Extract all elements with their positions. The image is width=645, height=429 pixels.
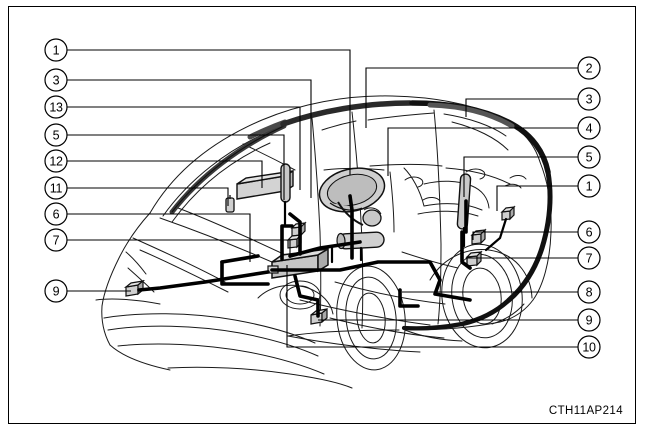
callout-marker-left-9[interactable]: 9 (44, 279, 68, 303)
callout-number: 6 (53, 208, 60, 222)
callout-leader-right-2 (365, 67, 578, 128)
front-side-airbag-capsule (280, 163, 291, 203)
callout-circle (44, 68, 68, 92)
figure-code-label: CTH11AP214 (548, 405, 623, 417)
callout-leader-left-6 (67, 213, 251, 262)
callout-number: 5 (53, 129, 60, 143)
callout-leader-left-11 (67, 187, 229, 206)
callout-leader-left-3 (67, 79, 312, 198)
callout-marker-right-10[interactable]: 10 (577, 335, 601, 359)
callout-marker-left-3[interactable]: 13 (44, 95, 68, 119)
callout-circle (577, 246, 601, 270)
callout-circle (44, 123, 68, 147)
callout-leader-right-3 (465, 98, 578, 117)
callout-circle (577, 145, 601, 169)
callout-number: 6 (586, 226, 593, 240)
callout-circle (577, 335, 601, 359)
callout-leader-lines-left (67, 49, 351, 292)
callout-marker-right-9[interactable]: 9 (577, 308, 601, 332)
callout-marker-right-4[interactable]: 5 (577, 145, 601, 169)
callout-marker-right-8[interactable]: 8 (577, 280, 601, 304)
callout-circle (44, 176, 68, 200)
callout-leader-right-6 (472, 231, 578, 240)
callout-number: 9 (53, 285, 60, 299)
callout-leader-right-10 (286, 265, 578, 348)
callout-number: 7 (586, 252, 593, 266)
callout-circle (44, 202, 68, 226)
callout-number: 4 (586, 122, 593, 136)
callout-leader-right-5 (463, 156, 578, 197)
srs-wiring-harness (137, 194, 472, 318)
callout-marker-right-3[interactable]: 4 (577, 116, 601, 140)
callout-number: 5 (586, 151, 593, 165)
callout-number: 13 (49, 101, 63, 115)
callout-circle (577, 56, 601, 80)
callout-circle (577, 220, 601, 244)
callout-number: 3 (53, 74, 60, 88)
callout-marker-right-5[interactable]: 1 (577, 174, 601, 198)
callout-number: 8 (586, 286, 593, 300)
callout-marker-left-6[interactable]: 11 (44, 176, 68, 200)
figure-border (8, 6, 636, 424)
callout-number: 1 (53, 44, 60, 58)
callout-leader-left-7 (67, 239, 291, 258)
rear-door-side-sensors (465, 228, 487, 267)
front-crash-sensor (123, 279, 146, 297)
callout-leader-left-5 (67, 134, 285, 200)
callout-circle (44, 228, 68, 252)
callout-number: 3 (586, 93, 593, 107)
callout-marker-left-4[interactable]: 5 (44, 123, 68, 147)
callout-marker-left-5[interactable]: 12 (44, 149, 68, 173)
callout-leader-left-12 (67, 160, 263, 188)
knee-airbag-module (225, 195, 235, 213)
callout-number: 11 (50, 182, 63, 196)
driver-airbag-module (318, 167, 386, 227)
callout-leader-left-1 (67, 49, 351, 175)
srs-wiring-harness-thin (283, 200, 508, 264)
callout-circle (44, 279, 68, 303)
callout-marker-right-6[interactable]: 6 (577, 220, 601, 244)
callout-circle (577, 116, 601, 140)
callout-marker-left-2[interactable]: 3 (44, 68, 68, 92)
callout-circle (44, 38, 68, 62)
callout-circle (44, 95, 68, 119)
callout-markers-right: 2 3 4 5 1 6 7 8 9 10 (577, 56, 601, 359)
callout-leader-right-1 (496, 185, 578, 211)
callout-marker-right-7[interactable]: 7 (577, 246, 601, 270)
callout-marker-left-8[interactable]: 7 (44, 228, 68, 252)
callout-number: 9 (586, 314, 593, 328)
callout-number: 2 (586, 62, 593, 76)
callout-marker-right-1[interactable]: 2 (577, 56, 601, 80)
callout-number: 1 (586, 180, 593, 194)
callout-marker-right-2[interactable]: 3 (577, 87, 601, 111)
callout-marker-left-1[interactable]: 1 (44, 38, 68, 62)
callout-leader-lines-right (286, 67, 578, 348)
airbag-sensor-assembly-ecu (267, 247, 329, 279)
callout-leader-right-7 (466, 257, 578, 264)
callout-circle (577, 174, 601, 198)
callout-circle (577, 87, 601, 111)
callout-marker-left-7[interactable]: 6 (44, 202, 68, 226)
curtain-airbag-roof-run (280, 100, 553, 331)
callout-leader-left-13 (67, 106, 301, 190)
callout-circle (577, 280, 601, 304)
rear-wheel-arch-sensor (500, 205, 516, 221)
callout-circle (44, 149, 68, 173)
callout-number: 12 (49, 155, 63, 169)
callout-number: 7 (53, 234, 60, 248)
callout-number: 10 (582, 341, 596, 355)
callout-circle (577, 308, 601, 332)
callout-leader-right-4 (387, 127, 578, 176)
